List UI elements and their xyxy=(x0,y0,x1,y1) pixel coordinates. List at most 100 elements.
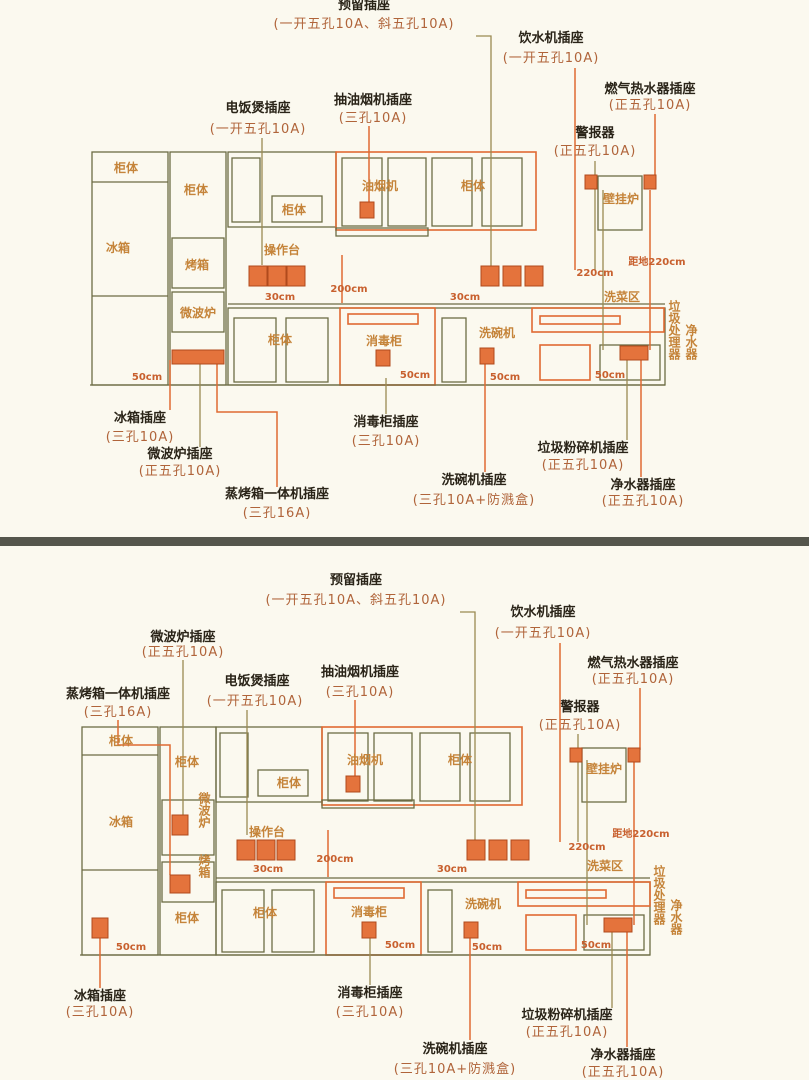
cabinet-label: 洗菜区 xyxy=(587,858,623,873)
dimension-label: 200cm xyxy=(316,854,353,865)
cabinet-label: 垃圾处理器 xyxy=(667,299,681,361)
socket-spec: (一开五孔10A) xyxy=(503,51,600,66)
cabinet-label: 净水器 xyxy=(684,323,698,361)
cabinet-label: 油烟机 xyxy=(362,178,398,193)
cabinet-label: 烤箱 xyxy=(197,853,211,879)
socket-title: 垃圾粉碎机插座 xyxy=(521,1007,612,1023)
socket-spec: (三孔16A) xyxy=(84,705,153,720)
dimension-label: 距地220cm xyxy=(612,827,669,840)
cabinet-label: 柜体 xyxy=(447,752,473,767)
cabinet-label: 冰箱 xyxy=(109,814,133,829)
dimension-label: 50cm xyxy=(116,942,146,953)
wall-boiler xyxy=(581,747,627,803)
cabinet-label: 柜体 xyxy=(276,775,302,790)
cabinet-label: 洗碗机 xyxy=(465,896,501,911)
socket-title: 预留插座 xyxy=(330,572,382,588)
socket-spec: (三孔10A) xyxy=(106,430,175,445)
socket-spec: (一开五孔10A、斜五孔10A) xyxy=(273,17,454,32)
dimension-label: 50cm xyxy=(400,370,430,381)
socket-spec: (三孔10A) xyxy=(339,111,408,126)
cabinet-label: 柜体 xyxy=(183,182,209,197)
cabinet-label: 壁挂炉 xyxy=(603,191,639,206)
wall-boiler xyxy=(597,175,643,231)
socket-group xyxy=(91,747,641,939)
dimension-label: 220cm xyxy=(568,842,605,853)
socket-spec: (正五孔10A) xyxy=(526,1025,609,1040)
cabinet-label: 微波炉 xyxy=(197,791,211,829)
socket-spec: (三孔10A) xyxy=(352,434,421,449)
socket-title: 洗碗机插座 xyxy=(441,472,506,488)
socket-title: 抽油烟机插座 xyxy=(321,664,399,680)
cabinet-label: 柜体 xyxy=(460,178,486,193)
socket-spec: (三孔10A) xyxy=(336,1005,405,1020)
cabinet-label: 柜体 xyxy=(174,910,200,925)
cabinet-label: 洗碗机 xyxy=(479,325,515,340)
section-divider xyxy=(0,537,809,546)
cabinet-label: 净水器 xyxy=(669,898,683,936)
socket-title: 燃气热水器插座 xyxy=(587,655,678,671)
socket-title: 饮水机插座 xyxy=(517,30,583,46)
dimension-label: 50cm xyxy=(581,940,611,951)
cabinet-label: 柜体 xyxy=(113,160,139,175)
dimension-label: 30cm xyxy=(450,292,480,303)
socket-title: 蒸烤箱一体机插座 xyxy=(66,686,170,702)
socket-title: 蒸烤箱一体机插座 xyxy=(225,486,329,502)
socket-spec: (正五孔10A) xyxy=(582,1065,665,1080)
socket-title: 微波炉插座 xyxy=(146,446,212,462)
socket-title: 电饭煲插座 xyxy=(225,100,290,116)
socket-spec: (正五孔10A) xyxy=(139,464,222,479)
socket-title: 冰箱插座 xyxy=(74,988,126,1004)
socket-title: 消毒柜插座 xyxy=(337,985,402,1001)
socket-spec: (一开五孔10A、斜五孔10A) xyxy=(265,593,446,608)
socket-title: 抽油烟机插座 xyxy=(334,92,412,108)
dimension-label: 200cm xyxy=(330,284,367,295)
bottom-diagram: 预留插座 (一开五孔10A、斜五孔10A) 饮水机插座 (一开五孔10A) 微波… xyxy=(66,572,683,1080)
socket-spec: (三孔10A) xyxy=(66,1005,135,1020)
socket-title: 警报器 xyxy=(575,125,615,141)
dimension-label: 50cm xyxy=(595,370,625,381)
socket-title: 警报器 xyxy=(560,699,600,715)
dimension-label: 距地220cm xyxy=(628,255,685,268)
cabinet-label: 柜体 xyxy=(174,754,200,769)
cabinet-label: 油烟机 xyxy=(347,752,383,767)
cabinet-label: 垃圾处理器 xyxy=(652,864,666,926)
socket-spec: (三孔10A+防溅盒) xyxy=(413,492,535,508)
socket-spec: (三孔16A) xyxy=(243,506,312,521)
cabinet-label: 洗菜区 xyxy=(604,289,640,304)
socket-title: 电饭煲插座 xyxy=(224,673,289,689)
socket-group xyxy=(171,174,657,367)
socket-spec: (正五孔10A) xyxy=(539,718,622,733)
socket-title: 净水器插座 xyxy=(590,1047,655,1063)
cabinet-label: 壁挂炉 xyxy=(586,761,622,776)
cabinet-label: 柜体 xyxy=(108,733,134,748)
dimension-label: 30cm xyxy=(437,864,467,875)
cabinet-label: 操作台 xyxy=(264,242,300,257)
socket-title: 洗碗机插座 xyxy=(422,1041,487,1057)
socket-spec: (三孔10A+防溅盒) xyxy=(394,1061,516,1077)
cabinet-label: 微波炉 xyxy=(179,305,216,320)
cabinet-label: 操作台 xyxy=(249,824,285,839)
cabinet-label: 柜体 xyxy=(281,202,307,217)
socket-spec: (正五孔10A) xyxy=(554,144,637,159)
cabinet-label: 柜体 xyxy=(252,905,278,920)
socket-title: 微波炉插座 xyxy=(149,629,215,645)
dimension-label: 220cm xyxy=(576,268,613,279)
socket-title: 燃气热水器插座 xyxy=(604,81,695,97)
socket-spec: (正五孔10A) xyxy=(609,98,692,113)
socket-spec: (一开五孔10A) xyxy=(495,626,592,641)
socket-spec: (三孔10A) xyxy=(326,685,395,700)
cabinet-label: 柜体 xyxy=(267,332,293,347)
dimension-label: 50cm xyxy=(132,372,162,383)
cabinet-label: 烤箱 xyxy=(185,257,209,272)
socket-title: 垃圾粉碎机插座 xyxy=(537,440,628,456)
dimension-label: 30cm xyxy=(253,864,283,875)
socket-spec: (正五孔10A) xyxy=(542,458,625,473)
dimension-label: 50cm xyxy=(472,942,502,953)
fridge-cabinet xyxy=(91,151,169,386)
dimension-label: 50cm xyxy=(490,372,520,383)
socket-spec: (一开五孔10A) xyxy=(207,694,304,709)
cabinet-label: 消毒柜 xyxy=(351,904,387,919)
socket-title: 冰箱插座 xyxy=(114,410,166,426)
socket-spec: (正五孔10A) xyxy=(602,494,685,509)
